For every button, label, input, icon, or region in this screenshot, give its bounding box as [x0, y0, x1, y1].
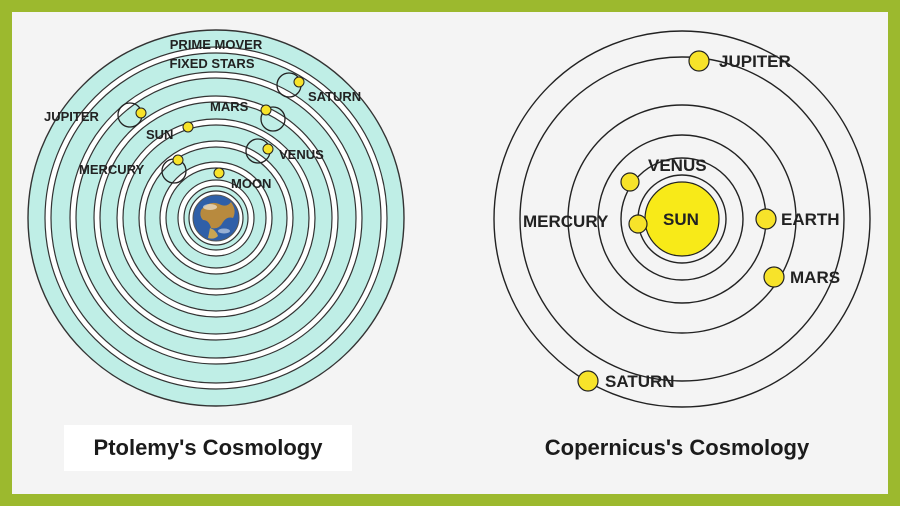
label-sun: SUN: [663, 210, 699, 229]
copernicus-caption: Copernicus's Cosmology: [544, 435, 810, 460]
planet-earth: [755, 208, 777, 230]
planet-venus: [620, 172, 640, 192]
planet-jupiter: [688, 50, 710, 72]
orbit-jupiter: [519, 56, 845, 382]
label-moon: MOON: [231, 176, 271, 191]
label-mars: MARS: [790, 268, 840, 287]
label-sun: SUN: [146, 127, 173, 142]
label-earth: EARTH: [781, 210, 840, 229]
planet-mercury: [161, 154, 187, 184]
planet-saturn: [577, 370, 599, 392]
label-mars: MARS: [210, 99, 249, 114]
label-venus: VENUS: [279, 147, 324, 162]
planet-mars: [260, 104, 286, 132]
planet-saturn: [276, 72, 305, 98]
planet-moon: [213, 167, 225, 179]
ptolemy-model: PRIME MOVER FIXED STARS SATURN JUPITER M…: [27, 29, 405, 407]
ptolemy-caption: Ptolemy's Cosmology: [64, 425, 352, 471]
label-venus: VENUS: [648, 156, 707, 175]
orbit-mars: [567, 104, 797, 334]
label-saturn: SATURN: [605, 372, 675, 391]
label-saturn: SATURN: [308, 89, 361, 104]
planet-jupiter: [117, 102, 147, 128]
copernicus-model: SUN JUPITER VENUS MERCURY EARTH MARS SAT…: [493, 30, 871, 408]
label-mercury: MERCURY: [523, 212, 609, 231]
planet-venus: [245, 138, 274, 164]
label-jupiter: JUPITER: [44, 109, 100, 124]
ptolemy-spheres: [27, 29, 405, 407]
label-jupiter: JUPITER: [719, 52, 791, 71]
label-prime-mover: PRIME MOVER: [170, 37, 263, 52]
figure-frame: PRIME MOVER FIXED STARS SATURN JUPITER M…: [12, 12, 888, 494]
earth-globe: [192, 194, 240, 242]
orbit-venus: [620, 157, 744, 281]
orbit-saturn: [493, 30, 871, 408]
planet-mercury: [628, 214, 648, 234]
label-fixed-stars: FIXED STARS: [170, 56, 255, 71]
planet-mars: [763, 266, 785, 288]
label-mercury: MERCURY: [79, 162, 145, 177]
cosmology-diagram: PRIME MOVER FIXED STARS SATURN JUPITER M…: [27, 29, 871, 408]
planet-sun: [182, 121, 194, 133]
